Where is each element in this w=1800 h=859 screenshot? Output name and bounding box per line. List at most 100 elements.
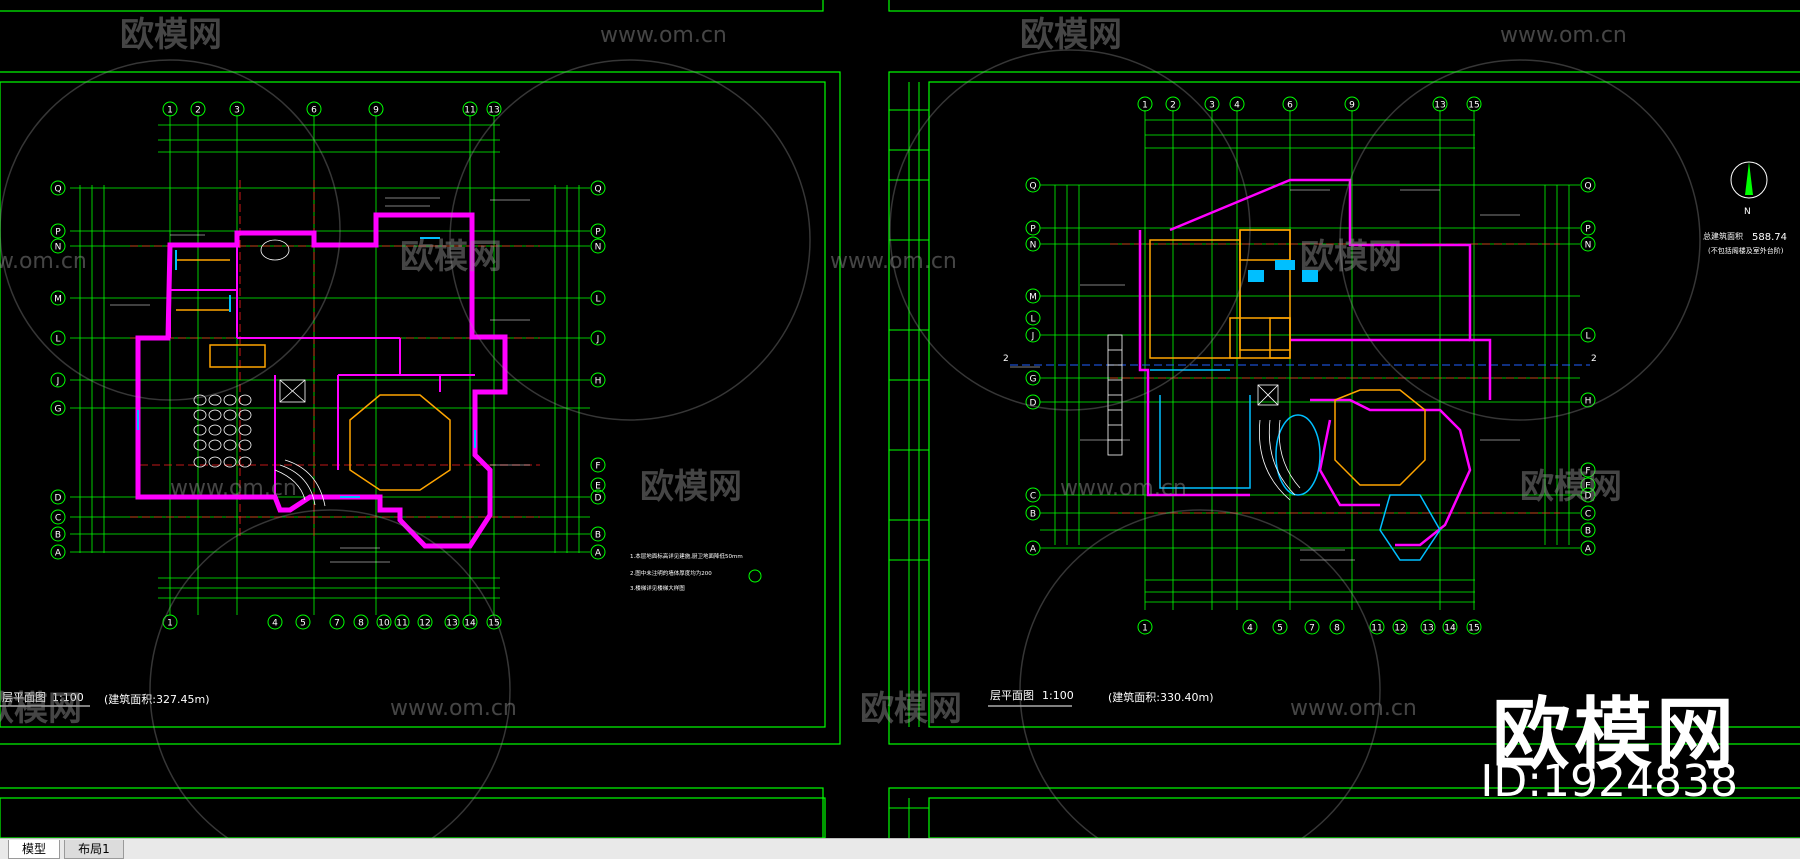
right-axis-left-label: A — [1030, 545, 1037, 555]
right-axis-right-label: F — [1585, 467, 1590, 477]
left-axis-left-bubble — [50, 526, 66, 542]
right-axis-top-label: 13 — [1434, 101, 1445, 111]
right-axis-left-label: N — [1030, 241, 1037, 251]
left-axis-bottom-label: 5 — [300, 619, 306, 629]
right-axis-right-label: N — [1585, 241, 1592, 251]
left-axis-bottom-bubble — [376, 614, 392, 630]
right-axis-bottom-label: 4 — [1247, 624, 1253, 634]
right-axis-bottom-bubble — [1304, 619, 1320, 635]
watermark-brand-large: 欧模网 — [1491, 690, 1738, 780]
left-axis-right-bubble — [590, 489, 606, 505]
watermark-brand: 欧模网 — [1020, 15, 1122, 55]
right-axis-right-bubble — [1580, 220, 1596, 236]
right-axis-right-label: Q — [1584, 182, 1591, 192]
left-axis-left-label: B — [55, 531, 61, 541]
right-axis-right-bubble — [1580, 522, 1596, 538]
watermark-site: www.om.cn — [600, 23, 727, 48]
left-dimension-lines — [70, 115, 590, 615]
right-axis-right-bubble — [1580, 487, 1596, 503]
left-axis-left-label: Q — [54, 185, 61, 195]
right-axis-top-bubble — [1204, 96, 1220, 112]
left-axis-right-bubble — [590, 238, 606, 254]
note-line: 1.本层地面标高详见建施,厨卫地面降低50mm — [630, 552, 743, 560]
right-axis-left-label: B — [1030, 510, 1036, 520]
left-axis-left-label: D — [55, 494, 62, 504]
right-axis-left-bubble — [1025, 310, 1041, 326]
right-axis-right-label: E — [1585, 482, 1591, 492]
left-axis-bottom-bubble — [295, 614, 311, 630]
left-axis-bottom-bubble — [353, 614, 369, 630]
left-area-text: (建筑面积:327.45m) — [104, 692, 210, 706]
right-axis-top-bubble — [1282, 96, 1298, 112]
left-notes: 1.本层地面标高详见建施,厨卫地面降低50mm 2.图中未注明的墙体厚度均为20… — [630, 552, 762, 592]
right-axis-left-label: D — [1030, 399, 1037, 409]
left-axis-right-label: F — [595, 462, 600, 472]
right-axis-left-bubble — [1025, 370, 1041, 386]
right-axis-right-label: B — [1585, 527, 1591, 537]
right-axis-top-label: 3 — [1209, 101, 1215, 111]
right-axis-right-bubble — [1580, 505, 1596, 521]
left-axis-bottom-label: 8 — [358, 619, 364, 629]
left-axis-right-bubble — [590, 544, 606, 560]
watermark-site: www.om.cn — [1500, 23, 1627, 48]
right-axis-bottom-bubble — [1442, 619, 1458, 635]
note-line: 3.楼梯详见楼梯大样图 — [630, 584, 685, 592]
left-axis-right-label: A — [595, 549, 602, 559]
left-axis-right-label: B — [595, 531, 601, 541]
watermark-brand: 欧模网 — [1300, 237, 1402, 277]
right-blue-walls — [1150, 369, 1441, 561]
left-axis-right-bubble — [590, 457, 606, 473]
left-axis-top-bubble — [486, 101, 502, 117]
left-axis-left-label: C — [55, 514, 61, 524]
watermark-brand: 欧模网 — [860, 689, 962, 729]
left-axis-top-bubble — [462, 101, 478, 117]
right-stair — [1107, 334, 1301, 501]
right-axis-left-bubble — [1025, 327, 1041, 343]
note-line: 2.图中未注明的墙体厚度均为200 — [630, 569, 712, 577]
tab-model[interactable]: 模型 — [8, 840, 60, 859]
left-axis-bottom-label: 7 — [334, 619, 340, 629]
left-axis-left-bubble — [50, 330, 66, 346]
right-axis-left-bubble — [1025, 236, 1041, 252]
right-axis-right-bubble — [1580, 540, 1596, 556]
right-axis-bottom-label: 1 — [1142, 624, 1148, 634]
left-title-text: 层平面图 — [2, 691, 46, 704]
left-axis-bottom-bubble — [486, 614, 502, 630]
left-axis-left-bubble — [50, 223, 66, 239]
left-axis-bottom-bubble — [394, 614, 410, 630]
watermark-id: ID:1924838 — [1480, 756, 1738, 807]
left-axis-right-bubble — [590, 223, 606, 239]
right-axis-top-label: 4 — [1234, 101, 1240, 111]
left-axis-top-bubble — [190, 101, 206, 117]
right-axis-bottom-bubble — [1466, 619, 1482, 635]
right-axis-right-label: D — [1585, 492, 1592, 502]
cad-drawing-canvas[interactable]: 12369111314578101112131415QPNLJHFEDBAQPN… — [0, 0, 1800, 838]
right-axis-top-label: 1 — [1142, 101, 1148, 111]
right-area-text: (建筑面积:330.40m) — [1108, 690, 1214, 704]
sheet-frames — [0, 0, 1800, 838]
right-axis-left-label: L — [1030, 315, 1035, 325]
left-axis-right-label: P — [595, 228, 601, 238]
right-axis-bottom-bubble — [1420, 619, 1436, 635]
right-axis-bottom-bubble — [1137, 619, 1153, 635]
watermark-brand: 欧模网 — [120, 15, 222, 55]
left-axis-right-bubble — [590, 290, 606, 306]
watermark-site: www.om.cn — [830, 249, 957, 274]
left-axis-left-bubble — [50, 544, 66, 560]
watermarks: 欧模网 www.om.cn 欧模网 www.om.cn www.om.cn 欧模… — [0, 15, 1627, 729]
right-axis-right-bubble — [1580, 462, 1596, 478]
total-area-value: 588.74 — [1752, 232, 1787, 243]
watermark-site: www.om.cn — [390, 696, 517, 721]
left-doors — [137, 237, 476, 498]
left-axis-left-label: J — [56, 377, 60, 387]
right-axis-left-label: C — [1030, 492, 1036, 502]
right-axis-bottom-label: 13 — [1422, 624, 1433, 634]
left-axis-bottom-label: 4 — [272, 619, 278, 629]
right-axis-top-label: 15 — [1468, 101, 1479, 111]
tab-layout1[interactable]: 布局1 — [64, 840, 124, 859]
left-axis-left-bubble — [50, 290, 66, 306]
left-axis-top-bubble — [306, 101, 322, 117]
right-title-text: 层平面图 — [990, 689, 1034, 702]
left-axis-left-label: A — [55, 549, 62, 559]
left-annotation-lines — [110, 197, 530, 563]
